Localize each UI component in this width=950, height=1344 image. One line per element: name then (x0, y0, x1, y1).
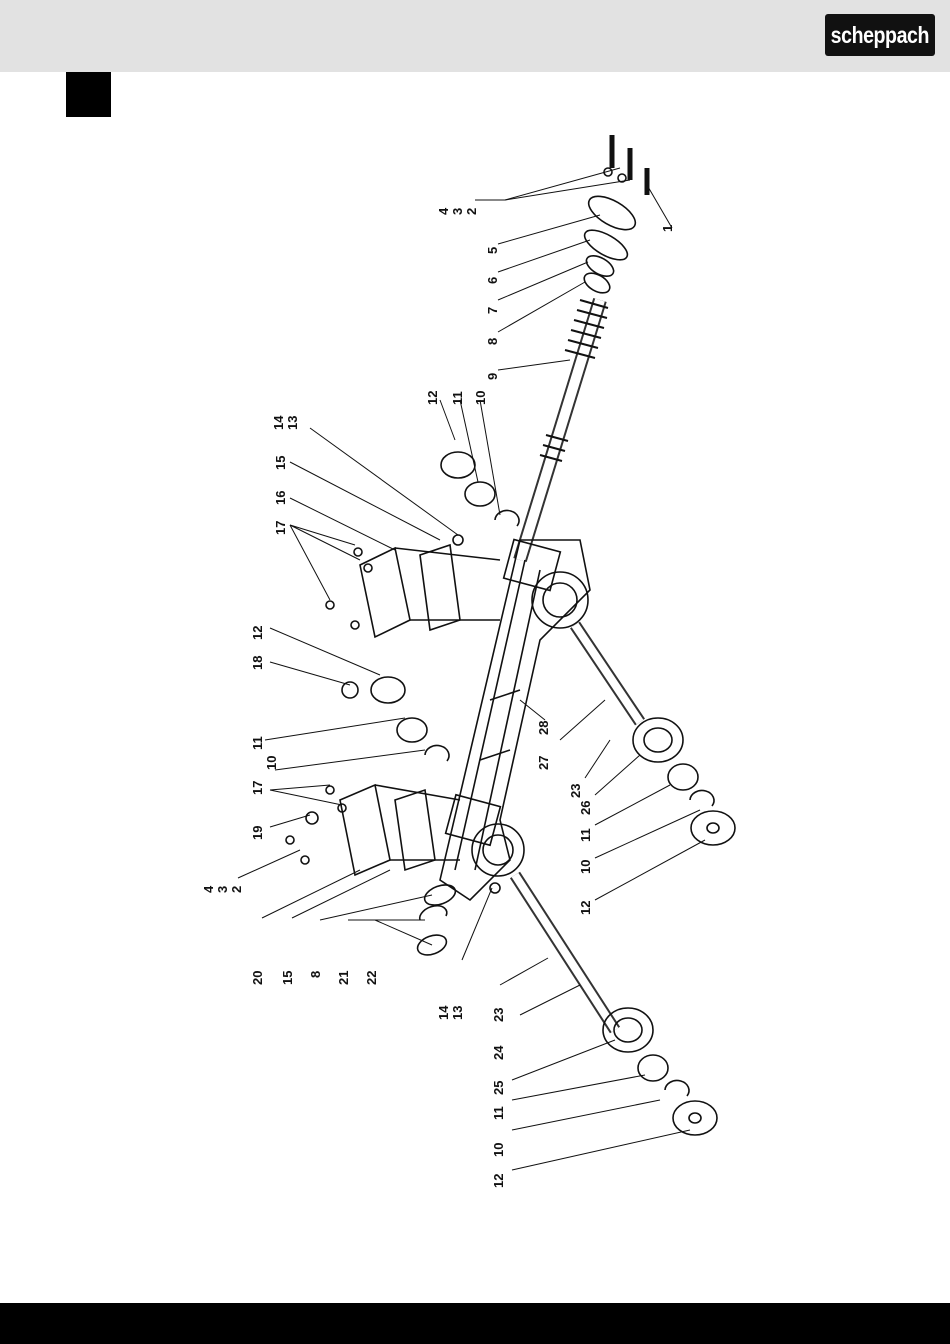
callout-8: 8 (485, 338, 500, 345)
callout-10-top: 10 (473, 391, 488, 405)
cover-plate-upper (326, 545, 500, 637)
page-footer (0, 1303, 950, 1344)
callout-3-lower: 3 (215, 886, 230, 893)
output-shaft-left (515, 875, 615, 1030)
part-callouts: 1 2 3 4 5 6 7 8 9 12 11 10 14 13 15 16 1… (201, 207, 675, 1188)
gear-housing (440, 539, 590, 900)
bolts-top (604, 135, 647, 195)
washer-12-left (673, 1101, 717, 1135)
callout-23-right: 23 (568, 784, 583, 798)
callout-13-lower: 13 (450, 1006, 465, 1020)
callout-13-top: 13 (285, 416, 300, 430)
bearing-11-right (668, 764, 698, 790)
circlip-10-mid (425, 745, 449, 761)
callout-10-left: 10 (491, 1143, 506, 1157)
callout-28: 28 (536, 721, 551, 735)
callout-11-right: 11 (578, 828, 593, 842)
bearing-11-upper (465, 482, 495, 506)
gear-26 (633, 718, 683, 762)
circlip-10-right (690, 790, 714, 806)
callout-14-lower: 14 (436, 1005, 451, 1020)
callout-11-top: 11 (450, 391, 465, 405)
callout-3: 3 (450, 208, 465, 215)
callout-12-left: 12 (491, 1174, 506, 1188)
callout-15-lower: 15 (280, 971, 295, 985)
callout-12-top: 12 (425, 391, 440, 405)
callout-2-lower: 2 (229, 886, 244, 893)
callout-16: 16 (273, 491, 288, 505)
callout-10-right: 10 (578, 860, 593, 874)
callout-19: 19 (250, 826, 265, 840)
callout-17-mid: 17 (250, 781, 265, 795)
callout-15-top: 15 (273, 456, 288, 470)
callout-7: 7 (485, 307, 500, 314)
callout-2: 2 (464, 208, 479, 215)
callout-4: 4 (436, 207, 451, 215)
brand-logo: scheppach (825, 14, 935, 56)
callout-11-left: 11 (491, 1106, 506, 1120)
callout-4-lower: 4 (201, 885, 216, 893)
callout-25: 25 (491, 1081, 506, 1095)
callout-11-mid: 11 (250, 736, 265, 750)
circlip-10-left (665, 1080, 689, 1096)
callout-17-top: 17 (273, 521, 288, 535)
exploded-view-drawing: 1 2 3 4 5 6 7 8 9 12 11 10 14 13 15 16 1… (0, 118, 950, 1298)
callout-24: 24 (491, 1045, 506, 1060)
callout-23-left: 23 (491, 1008, 506, 1022)
callout-27: 27 (536, 756, 551, 770)
callout-14-top: 14 (271, 415, 286, 430)
callout-12-mid: 12 (250, 626, 265, 640)
callout-8-lower: 8 (308, 971, 323, 978)
callout-20: 20 (250, 971, 265, 985)
callout-6: 6 (485, 277, 500, 284)
figure-marker (66, 72, 111, 117)
washer-12-right (691, 811, 735, 845)
bearing-11-mid (397, 718, 427, 742)
nut-13-upper (453, 535, 463, 545)
callout-18: 18 (250, 656, 265, 670)
worm-shaft (520, 300, 608, 560)
bearing-11-left (638, 1055, 668, 1081)
callout-22: 22 (364, 971, 379, 985)
bearing-12-mid (371, 677, 405, 703)
brand-logo-text: scheppach (831, 22, 929, 49)
circlip-21 (420, 906, 447, 920)
callout-12-right: 12 (578, 901, 593, 915)
circlip-10-upper (495, 510, 519, 526)
callout-1: 1 (660, 225, 675, 232)
bearing-cover (583, 190, 640, 237)
output-shaft-right (575, 625, 640, 722)
callout-10-mid: 10 (264, 756, 279, 770)
callout-9: 9 (485, 373, 500, 380)
seal-8-lower (422, 881, 458, 909)
plug-18 (342, 682, 358, 698)
bearing-12-upper (441, 452, 475, 478)
callout-5: 5 (485, 247, 500, 254)
callout-21: 21 (336, 971, 351, 985)
page-header: scheppach (0, 0, 950, 72)
callout-26: 26 (578, 801, 593, 815)
